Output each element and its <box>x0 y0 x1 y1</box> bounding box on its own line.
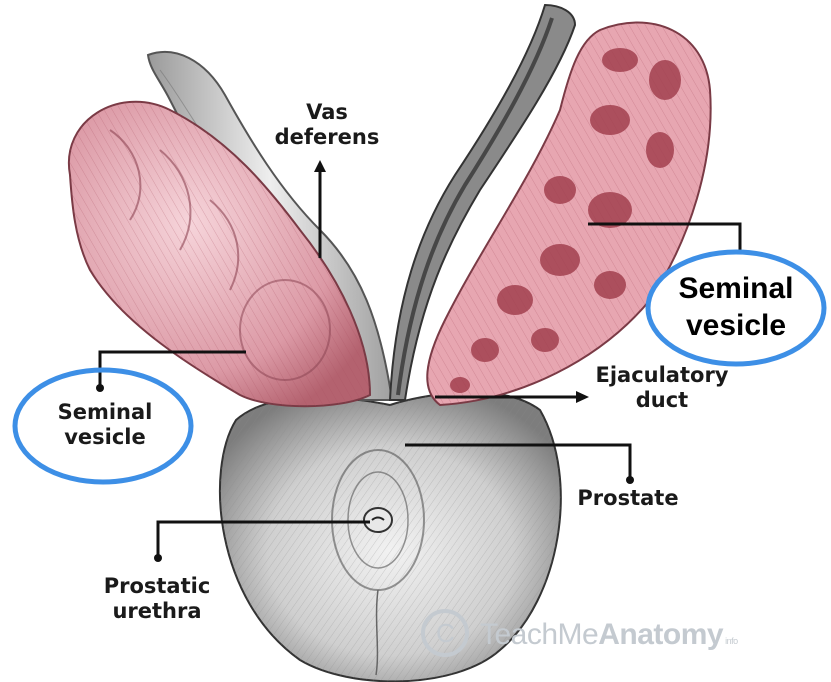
label-vas-deferens: Vas deferens <box>272 100 382 150</box>
label-prostate: Prostate <box>563 486 693 511</box>
label-prostatic-urethra: Prostatic urethra <box>92 574 222 624</box>
seminal-vesicle-right-shape <box>427 23 710 406</box>
dot-prostatic-urethra <box>154 554 162 562</box>
arrowhead-vas-deferens <box>314 160 326 172</box>
label-seminal-vesicle-left: Seminal vesicle <box>30 400 180 450</box>
label-ejaculatory-duct: Ejaculatory duct <box>582 363 742 413</box>
label-seminal-vesicle-right: Seminal vesicle <box>651 271 821 344</box>
watermark-prefix: TeachMe <box>480 618 598 651</box>
watermark-symbol: C <box>436 618 454 649</box>
watermark-emphasis: Anatomy <box>598 618 723 651</box>
watermark-suffix: info <box>725 636 738 646</box>
dot-prostate <box>626 476 634 484</box>
dot-seminal-vesicle-left <box>96 384 104 392</box>
